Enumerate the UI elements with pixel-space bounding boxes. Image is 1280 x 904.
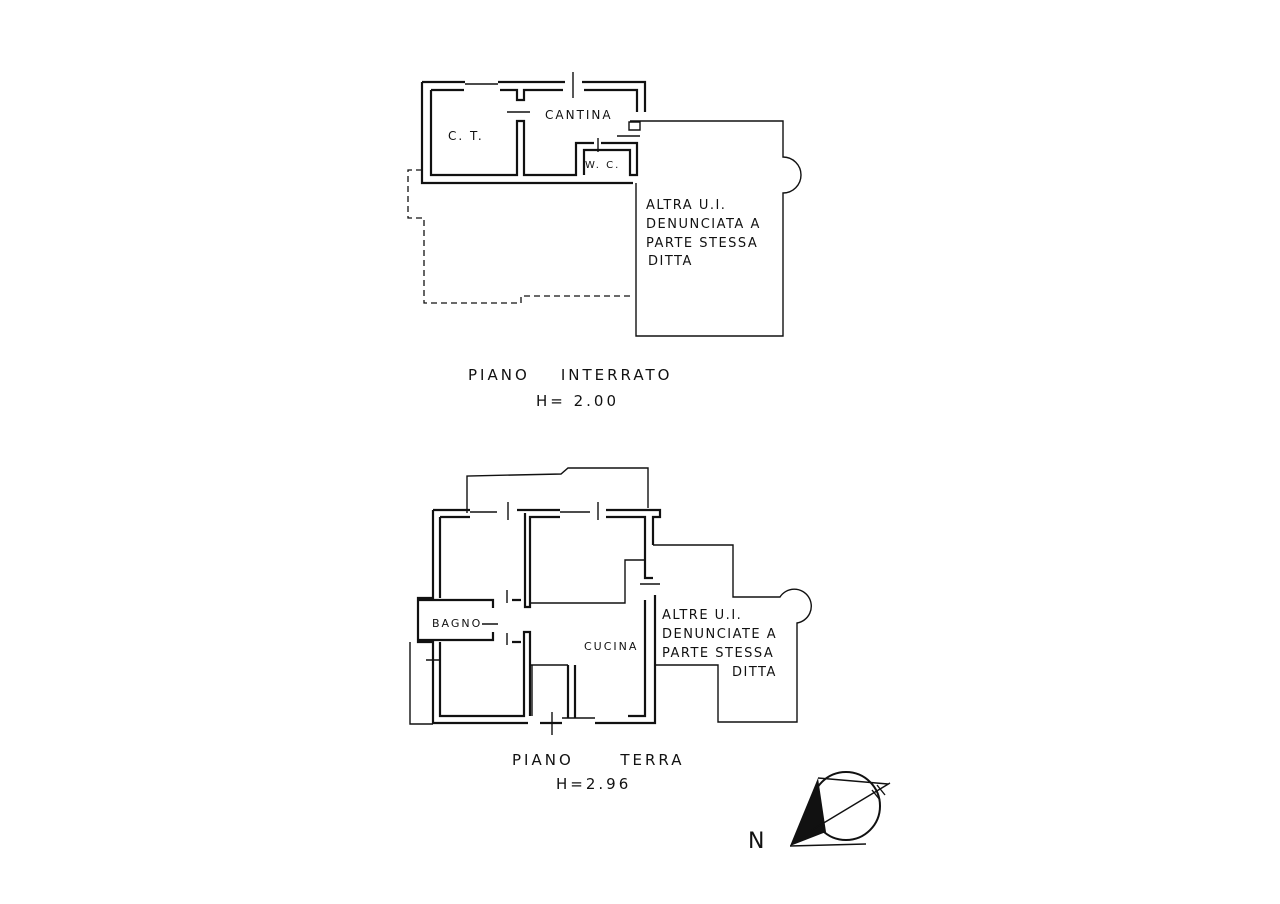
other-units-line-3: PARTE STESSA	[662, 646, 774, 661]
other-units-line-2: DENUNCIATE A	[662, 627, 777, 642]
room-label-cucina: CUCINA	[584, 640, 638, 653]
room-label-cantina: CANTINA	[545, 108, 613, 122]
other-unit-line-3: PARTE STESSA	[646, 236, 758, 251]
piano-terra-plan: BAGNO CUCINA ALTRE U.I. DENUNCIATE A PAR…	[409, 467, 812, 793]
plan-height-interrato: H= 2.00	[536, 392, 619, 410]
other-unit-line-2: DENUNCIATA A	[646, 217, 761, 232]
room-label-wc: W. C.	[585, 160, 620, 171]
plan-title-terra: PIANO TERRA	[512, 751, 685, 769]
other-units-line-4: DITTA	[732, 665, 777, 680]
room-label-bagno: BAGNO	[432, 617, 482, 630]
plan-title-interrato: PIANO INTERRATO	[468, 366, 672, 384]
piano-interrato-plan: C. T. CANTINA W. C. ALTRA U.I. DENUNCIAT…	[407, 72, 802, 410]
north-arrow-compass: N	[748, 771, 891, 854]
other-unit-line-4: DITTA	[648, 254, 693, 269]
other-unit-line-1: ALTRA U.I.	[646, 198, 726, 213]
room-label-ct: C. T.	[448, 129, 484, 143]
north-label: N	[748, 829, 764, 854]
other-units-line-1: ALTRE U.I.	[662, 608, 742, 623]
plan-height-terra: H=2.96	[556, 775, 631, 793]
